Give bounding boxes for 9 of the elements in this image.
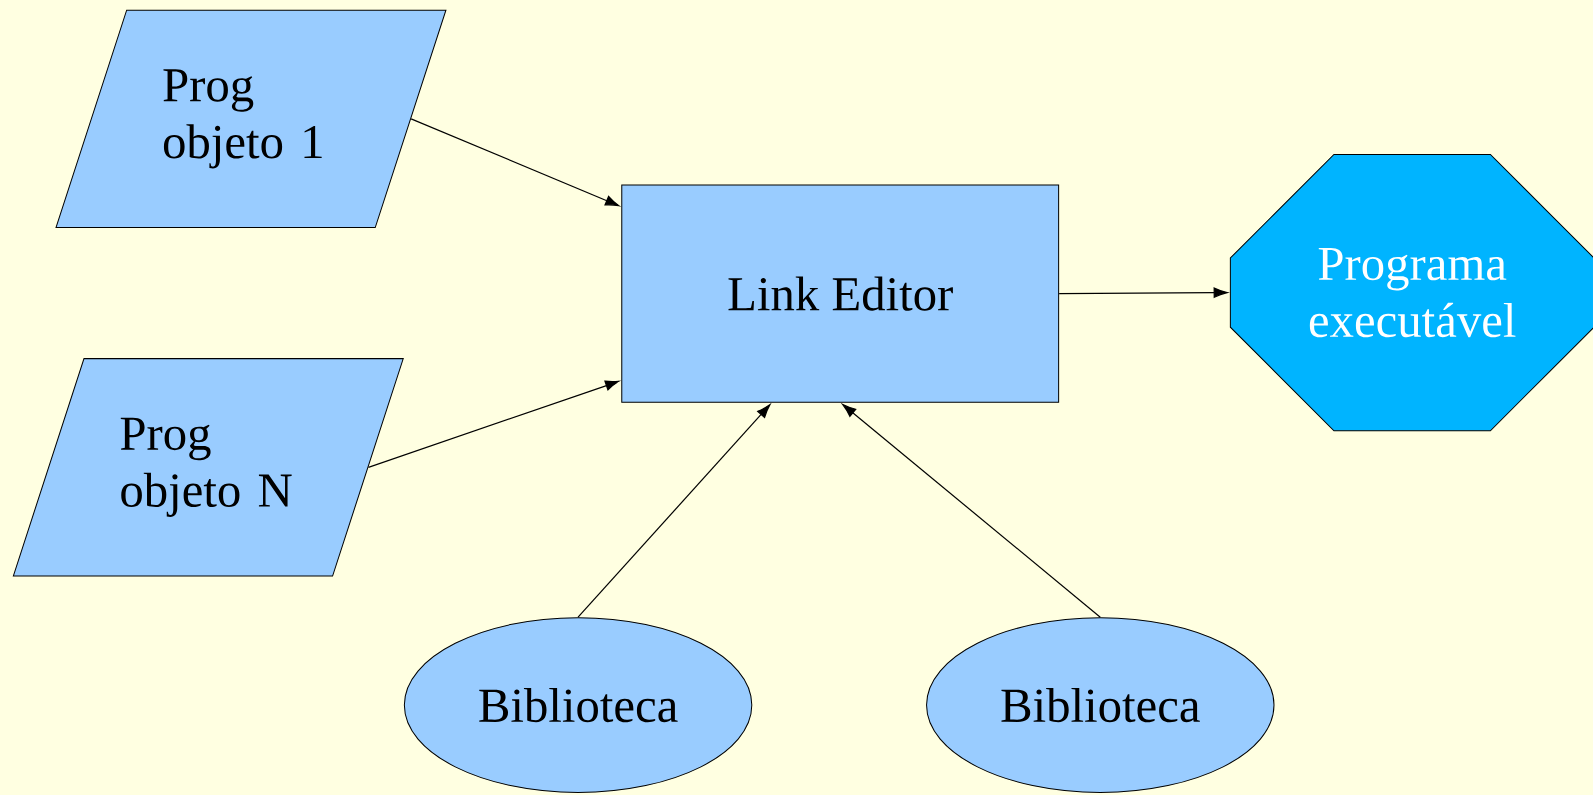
arrow <box>367 380 620 468</box>
process-box: Link Editor <box>621 184 1060 403</box>
input-parallelogram: Prog objeto 1 <box>55 9 447 228</box>
output-octagon: Programa executável <box>1229 153 1593 432</box>
arrow <box>577 404 771 618</box>
input-parallelogram: Prog objeto N <box>12 357 404 577</box>
arrow <box>410 118 620 207</box>
arrow <box>842 403 1101 618</box>
arrow <box>1058 287 1228 298</box>
